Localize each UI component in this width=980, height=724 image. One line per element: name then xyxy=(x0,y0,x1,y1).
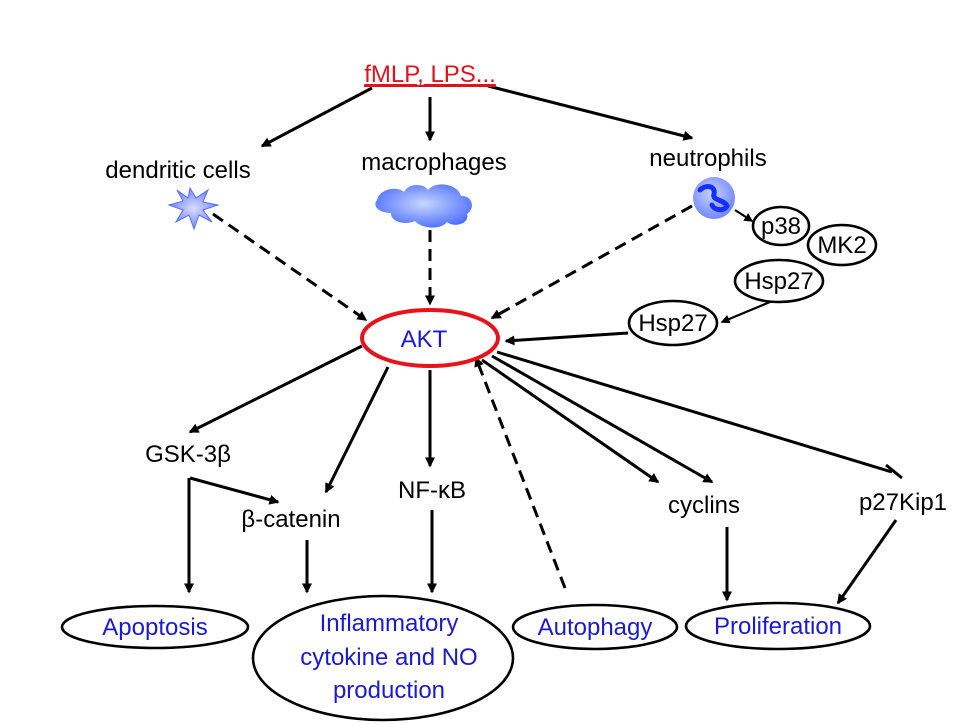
arrow-gsk3b-to-bcatenin xyxy=(189,476,280,505)
arrow-akt-to-gsk3b xyxy=(188,344,363,434)
proliferation-label: Proliferation xyxy=(714,613,842,640)
arrow-stimulus-to-dendritic xyxy=(260,86,373,148)
hsp27-label: Hsp27 xyxy=(638,310,707,337)
p38-label: p38 xyxy=(761,213,801,240)
macrophages-label: macrophages xyxy=(361,149,506,176)
inhibition-bar-p27kip1 xyxy=(885,463,903,480)
macrophage-icon xyxy=(375,184,472,228)
dashed-arrow-dendritic-to-akt xyxy=(212,212,368,322)
stimulus-label: fMLP, LPS... xyxy=(364,61,496,88)
inflammatory-label-line2: cytokine and NO xyxy=(300,644,477,671)
inflammatory-label-line3: production xyxy=(333,677,445,704)
arrow-akt-to-cyclins xyxy=(481,358,660,484)
arrow-akt-to-proliferation xyxy=(491,354,714,484)
mk2-label: MK2 xyxy=(817,232,866,259)
autophagy-label: Autophagy xyxy=(538,614,653,641)
arrow-hsp27-complex-to-hsp27 xyxy=(720,300,771,324)
proliferation-node xyxy=(684,601,872,651)
arrow-neutrophil-to-p38 xyxy=(734,209,754,222)
p27kip1-label: p27Kip1 xyxy=(859,489,947,516)
edges xyxy=(184,84,903,605)
cyclins-label: cyclins xyxy=(668,492,740,519)
akt-node xyxy=(360,308,500,368)
dashed-arrow-neutrophils-to-akt xyxy=(490,204,693,320)
arrow-akt-to-bcatenin xyxy=(324,366,390,494)
nfkb-label: NF-κB xyxy=(398,477,466,504)
neutrophils-label: neutrophils xyxy=(649,145,766,172)
inflammatory-node xyxy=(251,594,515,722)
apoptosis-label: Apoptosis xyxy=(102,614,207,641)
hsp27-complex-label: Hsp27 xyxy=(744,268,813,295)
akt-label: AKT xyxy=(401,326,448,353)
arrow-p27kip1-to-proliferation xyxy=(836,519,898,605)
arrow-stimulus-to-neutrophils xyxy=(487,84,694,141)
neutrophil-icon xyxy=(693,177,735,219)
hsp27-node xyxy=(627,299,719,347)
autophagy-node xyxy=(511,603,679,651)
p38-node xyxy=(751,205,811,247)
arrow-hsp27-to-akt xyxy=(504,331,629,346)
inflammatory-label-line1: Inflammatory xyxy=(320,610,459,637)
dendritic-cell-icon xyxy=(167,186,220,231)
gsk3b-label: GSK-3β xyxy=(145,441,231,468)
apoptosis-node xyxy=(60,604,250,650)
inhibition-akt-to-p27kip1 xyxy=(496,350,893,474)
bcatenin-label: β-catenin xyxy=(241,506,340,533)
dendritic-cells-label: dendritic cells xyxy=(105,157,250,184)
dashed-arrow-autophagy-to-akt xyxy=(474,356,567,589)
hsp27-complex-node xyxy=(733,258,825,304)
mk2-node xyxy=(806,223,878,267)
